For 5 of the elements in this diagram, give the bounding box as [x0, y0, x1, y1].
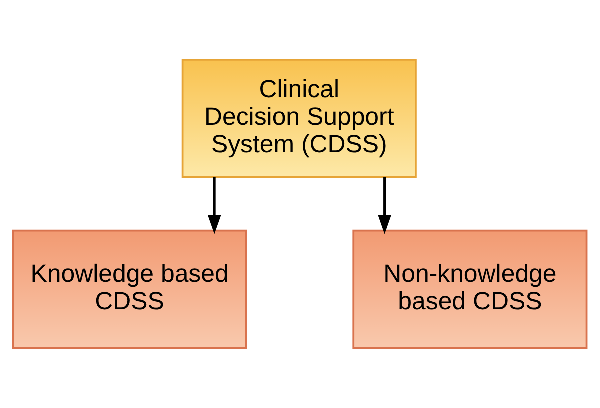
node-box: Non-knowledge based CDSS: [352, 230, 588, 349]
arrow: [208, 177, 222, 234]
node-box: Knowledge based CDSS: [12, 230, 248, 349]
node-box: Clinical Decision Support System (CDSS): [182, 59, 417, 178]
arrow: [378, 177, 392, 234]
